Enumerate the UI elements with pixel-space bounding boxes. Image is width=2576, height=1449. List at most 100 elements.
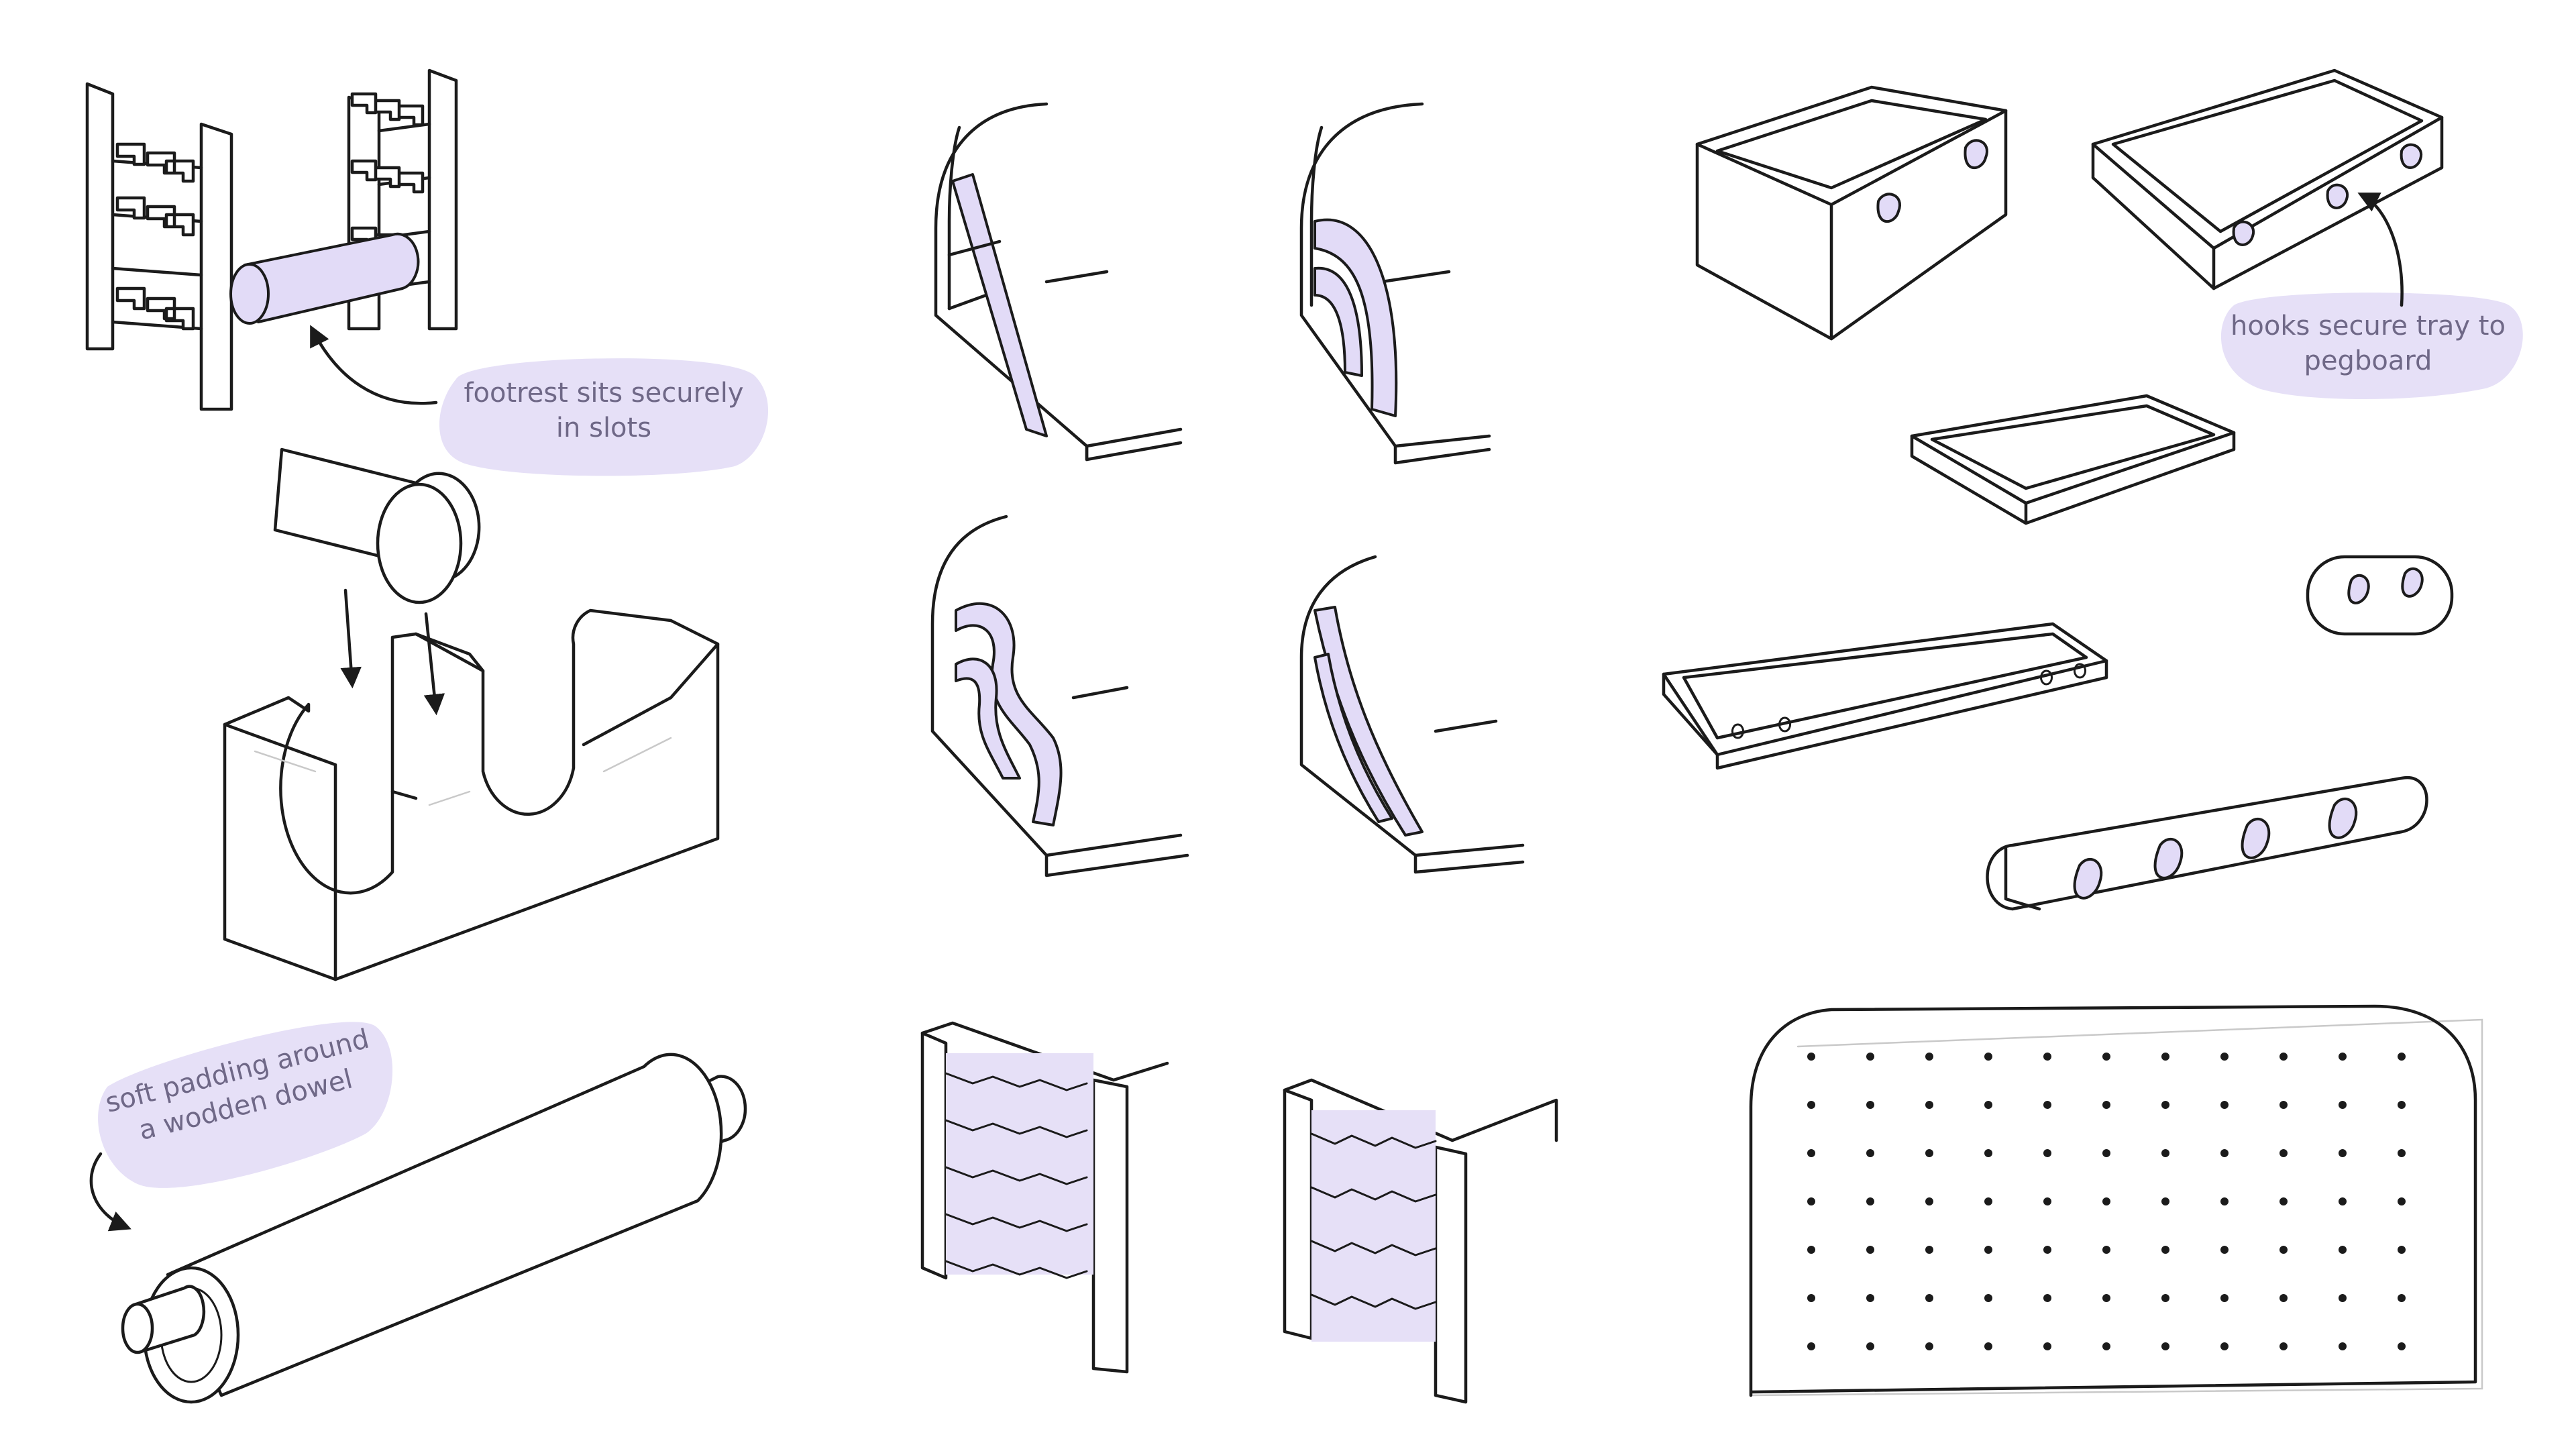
peg-hole bbox=[2043, 1294, 2051, 1302]
peg-hole bbox=[2339, 1101, 2347, 1109]
peg-hole bbox=[2161, 1053, 2169, 1061]
peg-hole bbox=[2279, 1149, 2288, 1157]
pegboard-hole-grid bbox=[1807, 1053, 2406, 1350]
peg-hole bbox=[1807, 1197, 1815, 1205]
peg-hole bbox=[2161, 1294, 2169, 1302]
peg-hole bbox=[2339, 1149, 2347, 1157]
peg-hole bbox=[1807, 1342, 1815, 1350]
peg-hole bbox=[1807, 1101, 1815, 1109]
peg-hole bbox=[1925, 1246, 1933, 1254]
peg-hole bbox=[2043, 1101, 2051, 1109]
peg-hole bbox=[1925, 1053, 1933, 1061]
small-hook-plate-sketch bbox=[2306, 555, 2454, 636]
peg-hole bbox=[2043, 1149, 2051, 1157]
padded-dowel-sketch bbox=[121, 1053, 747, 1404]
peg-hole bbox=[1807, 1294, 1815, 1302]
hooks-note-text: hooks secure tray to pegboard bbox=[2231, 311, 2506, 376]
peg-hole bbox=[1866, 1294, 1874, 1302]
peg-hole bbox=[2339, 1197, 2347, 1205]
peg-hole bbox=[2220, 1197, 2229, 1205]
peg-hole bbox=[2161, 1149, 2169, 1157]
peg-hole bbox=[2043, 1246, 2051, 1254]
slot-block-sketch bbox=[223, 447, 720, 981]
peg-hole bbox=[1984, 1197, 1992, 1205]
peg-hole bbox=[2279, 1246, 2288, 1254]
peg-hole bbox=[2339, 1342, 2347, 1350]
peg-hole bbox=[2161, 1342, 2169, 1350]
peg-hole bbox=[1866, 1342, 1874, 1350]
peg-hole bbox=[2339, 1246, 2347, 1254]
peg-hole bbox=[2102, 1149, 2110, 1157]
peg-hole bbox=[2220, 1294, 2229, 1302]
peg-hole bbox=[1807, 1246, 1815, 1254]
peg-hole bbox=[2220, 1101, 2229, 1109]
hooks-note-bubble bbox=[2220, 292, 2523, 399]
peg-hole bbox=[2398, 1294, 2406, 1302]
peg-hole bbox=[1925, 1101, 1933, 1109]
tray-with-hooks-sketch bbox=[2091, 68, 2444, 290]
peg-hole bbox=[2102, 1246, 2110, 1254]
peg-hole bbox=[2398, 1149, 2406, 1157]
peg-hole bbox=[2398, 1246, 2406, 1254]
padding-arrow-icon bbox=[89, 1152, 131, 1232]
peg-hole bbox=[1807, 1149, 1815, 1157]
peg-hole bbox=[2161, 1101, 2169, 1109]
peg-hole bbox=[1984, 1342, 1992, 1350]
hooks-arrow-icon bbox=[2357, 193, 2404, 307]
padding-note-bubble bbox=[98, 1022, 393, 1188]
peg-hole bbox=[2102, 1197, 2110, 1205]
peg-hole bbox=[2398, 1342, 2406, 1350]
peg-hole bbox=[2279, 1101, 2288, 1109]
storage-box-sketch bbox=[1695, 85, 2008, 341]
peg-hole bbox=[1984, 1294, 1992, 1302]
footrest-arrow-icon bbox=[310, 325, 438, 405]
hook-rail-sketch bbox=[1986, 775, 2428, 911]
shallow-tray-sketch bbox=[1910, 394, 2236, 525]
side-rack-right-sketch bbox=[1283, 1078, 1558, 1404]
peg-hole bbox=[2102, 1294, 2110, 1302]
peg-hole bbox=[2220, 1246, 2229, 1254]
side-rack-left-sketch bbox=[920, 1021, 1169, 1374]
peg-hole bbox=[1984, 1149, 1992, 1157]
long-shelf-sketch bbox=[1662, 622, 2108, 770]
peg-hole bbox=[1866, 1197, 1874, 1205]
peg-hole bbox=[1925, 1342, 1933, 1350]
peg-hole bbox=[2220, 1053, 2229, 1061]
peg-hole bbox=[2043, 1342, 2051, 1350]
pegboard-sketch bbox=[1749, 1004, 2483, 1397]
peg-hole bbox=[1984, 1053, 1992, 1061]
peg-hole bbox=[1866, 1149, 1874, 1157]
peg-hole bbox=[2102, 1342, 2110, 1350]
armchair-arched-insert-sketch bbox=[1299, 102, 1491, 465]
peg-hole bbox=[1866, 1101, 1874, 1109]
peg-hole bbox=[2279, 1053, 2288, 1061]
peg-hole bbox=[2102, 1053, 2110, 1061]
armchair-curved-insert-sketch bbox=[1299, 555, 1525, 874]
peg-hole bbox=[1866, 1246, 1874, 1254]
armchair-wavy-insert-sketch bbox=[930, 515, 1189, 877]
peg-hole bbox=[2161, 1246, 2169, 1254]
peg-hole bbox=[1807, 1053, 1815, 1061]
footrest-ladder-sketch bbox=[85, 68, 458, 411]
footrest-note-bubble bbox=[439, 358, 769, 476]
peg-hole bbox=[2279, 1197, 2288, 1205]
peg-hole bbox=[2398, 1053, 2406, 1061]
peg-hole bbox=[1984, 1246, 1992, 1254]
peg-hole bbox=[2043, 1197, 2051, 1205]
peg-hole bbox=[2279, 1294, 2288, 1302]
peg-hole bbox=[2279, 1342, 2288, 1350]
peg-hole bbox=[1925, 1197, 1933, 1205]
peg-hole bbox=[2043, 1053, 2051, 1061]
peg-hole bbox=[2398, 1101, 2406, 1109]
peg-hole bbox=[1984, 1101, 1992, 1109]
peg-hole bbox=[1866, 1053, 1874, 1061]
peg-hole bbox=[2220, 1149, 2229, 1157]
peg-hole bbox=[2339, 1294, 2347, 1302]
footrest-note-text: footrest sits securely in slots bbox=[464, 378, 744, 443]
peg-hole bbox=[2220, 1342, 2229, 1350]
peg-hole bbox=[2161, 1197, 2169, 1205]
peg-hole bbox=[1925, 1294, 1933, 1302]
peg-hole bbox=[2398, 1197, 2406, 1205]
peg-hole bbox=[2339, 1053, 2347, 1061]
